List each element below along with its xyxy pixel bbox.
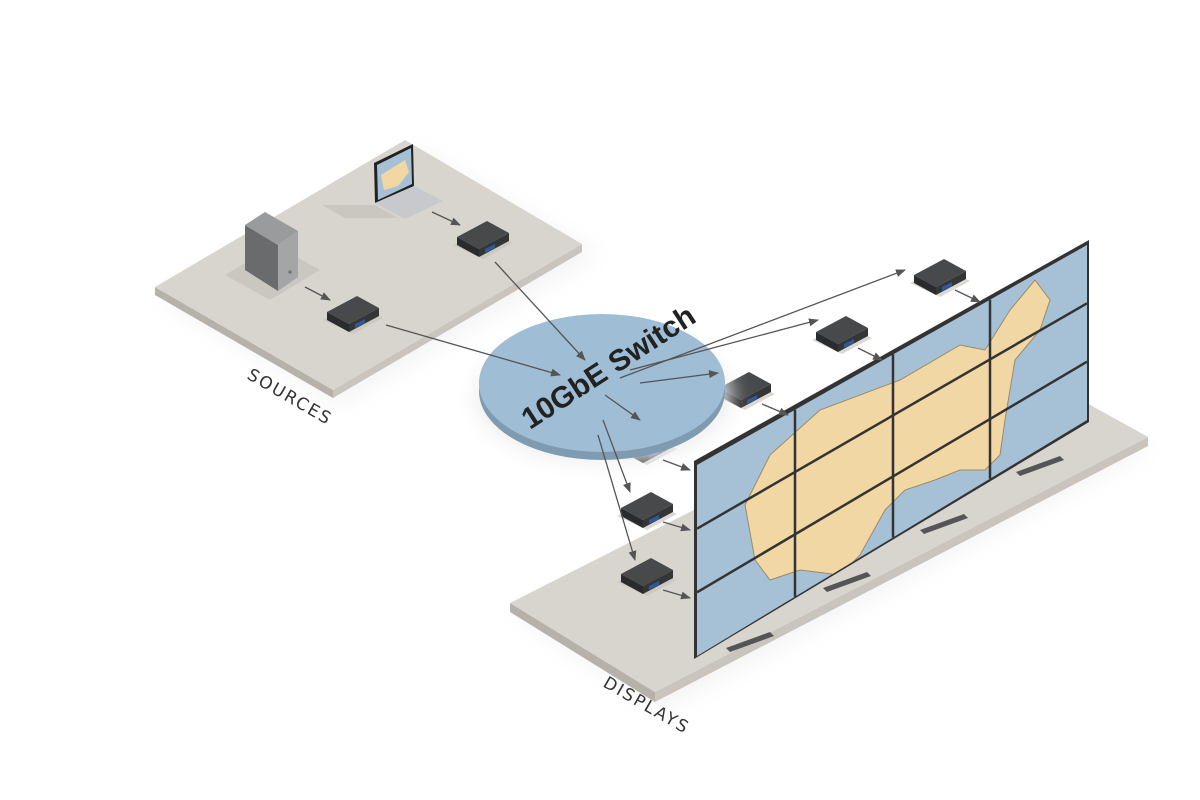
connection-arrow (597, 434, 637, 561)
device-port (355, 319, 365, 328)
wall-bezel-horizontal (696, 360, 1088, 594)
display-stand-icon (920, 514, 968, 534)
desktop-tower-icon (225, 212, 320, 300)
connection-arrow (431, 211, 461, 226)
connection-arrow (304, 286, 331, 301)
display-stand-icon (823, 572, 871, 592)
wall-bezel-horizontal (696, 302, 1088, 530)
encoder-device-icon (910, 259, 970, 297)
connection-arrow (662, 521, 691, 532)
device-top (327, 296, 379, 324)
device-front (816, 332, 838, 352)
display-stand-icon (1016, 456, 1064, 476)
connection-arrow (494, 261, 586, 361)
device-top (914, 259, 966, 287)
device-front (914, 275, 936, 295)
connection-arrow (761, 403, 789, 416)
connection-arrow (604, 394, 641, 421)
encoder-device-icon (617, 492, 677, 530)
device-front (621, 508, 643, 528)
device-top (457, 221, 509, 249)
device-port (844, 339, 854, 348)
device-front (621, 574, 643, 594)
connection-arrow (602, 419, 631, 493)
device-top (719, 372, 771, 400)
connection-arrow (629, 318, 819, 371)
connection-arrow (639, 370, 719, 384)
device-top (621, 492, 673, 520)
encoder-device-icon (812, 316, 872, 354)
device-port (942, 282, 952, 291)
connection-arrow (662, 589, 691, 600)
switch-disc: 10GbE Switch (475, 299, 731, 463)
device-front (457, 237, 479, 257)
encoder-device-icon (453, 221, 513, 259)
encoder-device-icon (617, 558, 677, 596)
video-wall (694, 240, 1089, 659)
device-port (649, 515, 659, 524)
encoder-device-icon (323, 296, 383, 334)
device-port (747, 395, 757, 404)
sources-platform (155, 140, 600, 405)
display-stand-icon (726, 632, 774, 652)
connection-arrow (857, 347, 883, 361)
connection-arrow (385, 324, 561, 377)
connection-arrows (304, 211, 981, 600)
device-front (327, 312, 349, 332)
device-top (816, 316, 868, 344)
device-top (621, 558, 673, 586)
connection-arrow (662, 459, 691, 471)
connection-arrow (954, 289, 981, 303)
laptop-icon (322, 144, 443, 219)
device-port (649, 581, 659, 590)
device-port (485, 244, 495, 253)
